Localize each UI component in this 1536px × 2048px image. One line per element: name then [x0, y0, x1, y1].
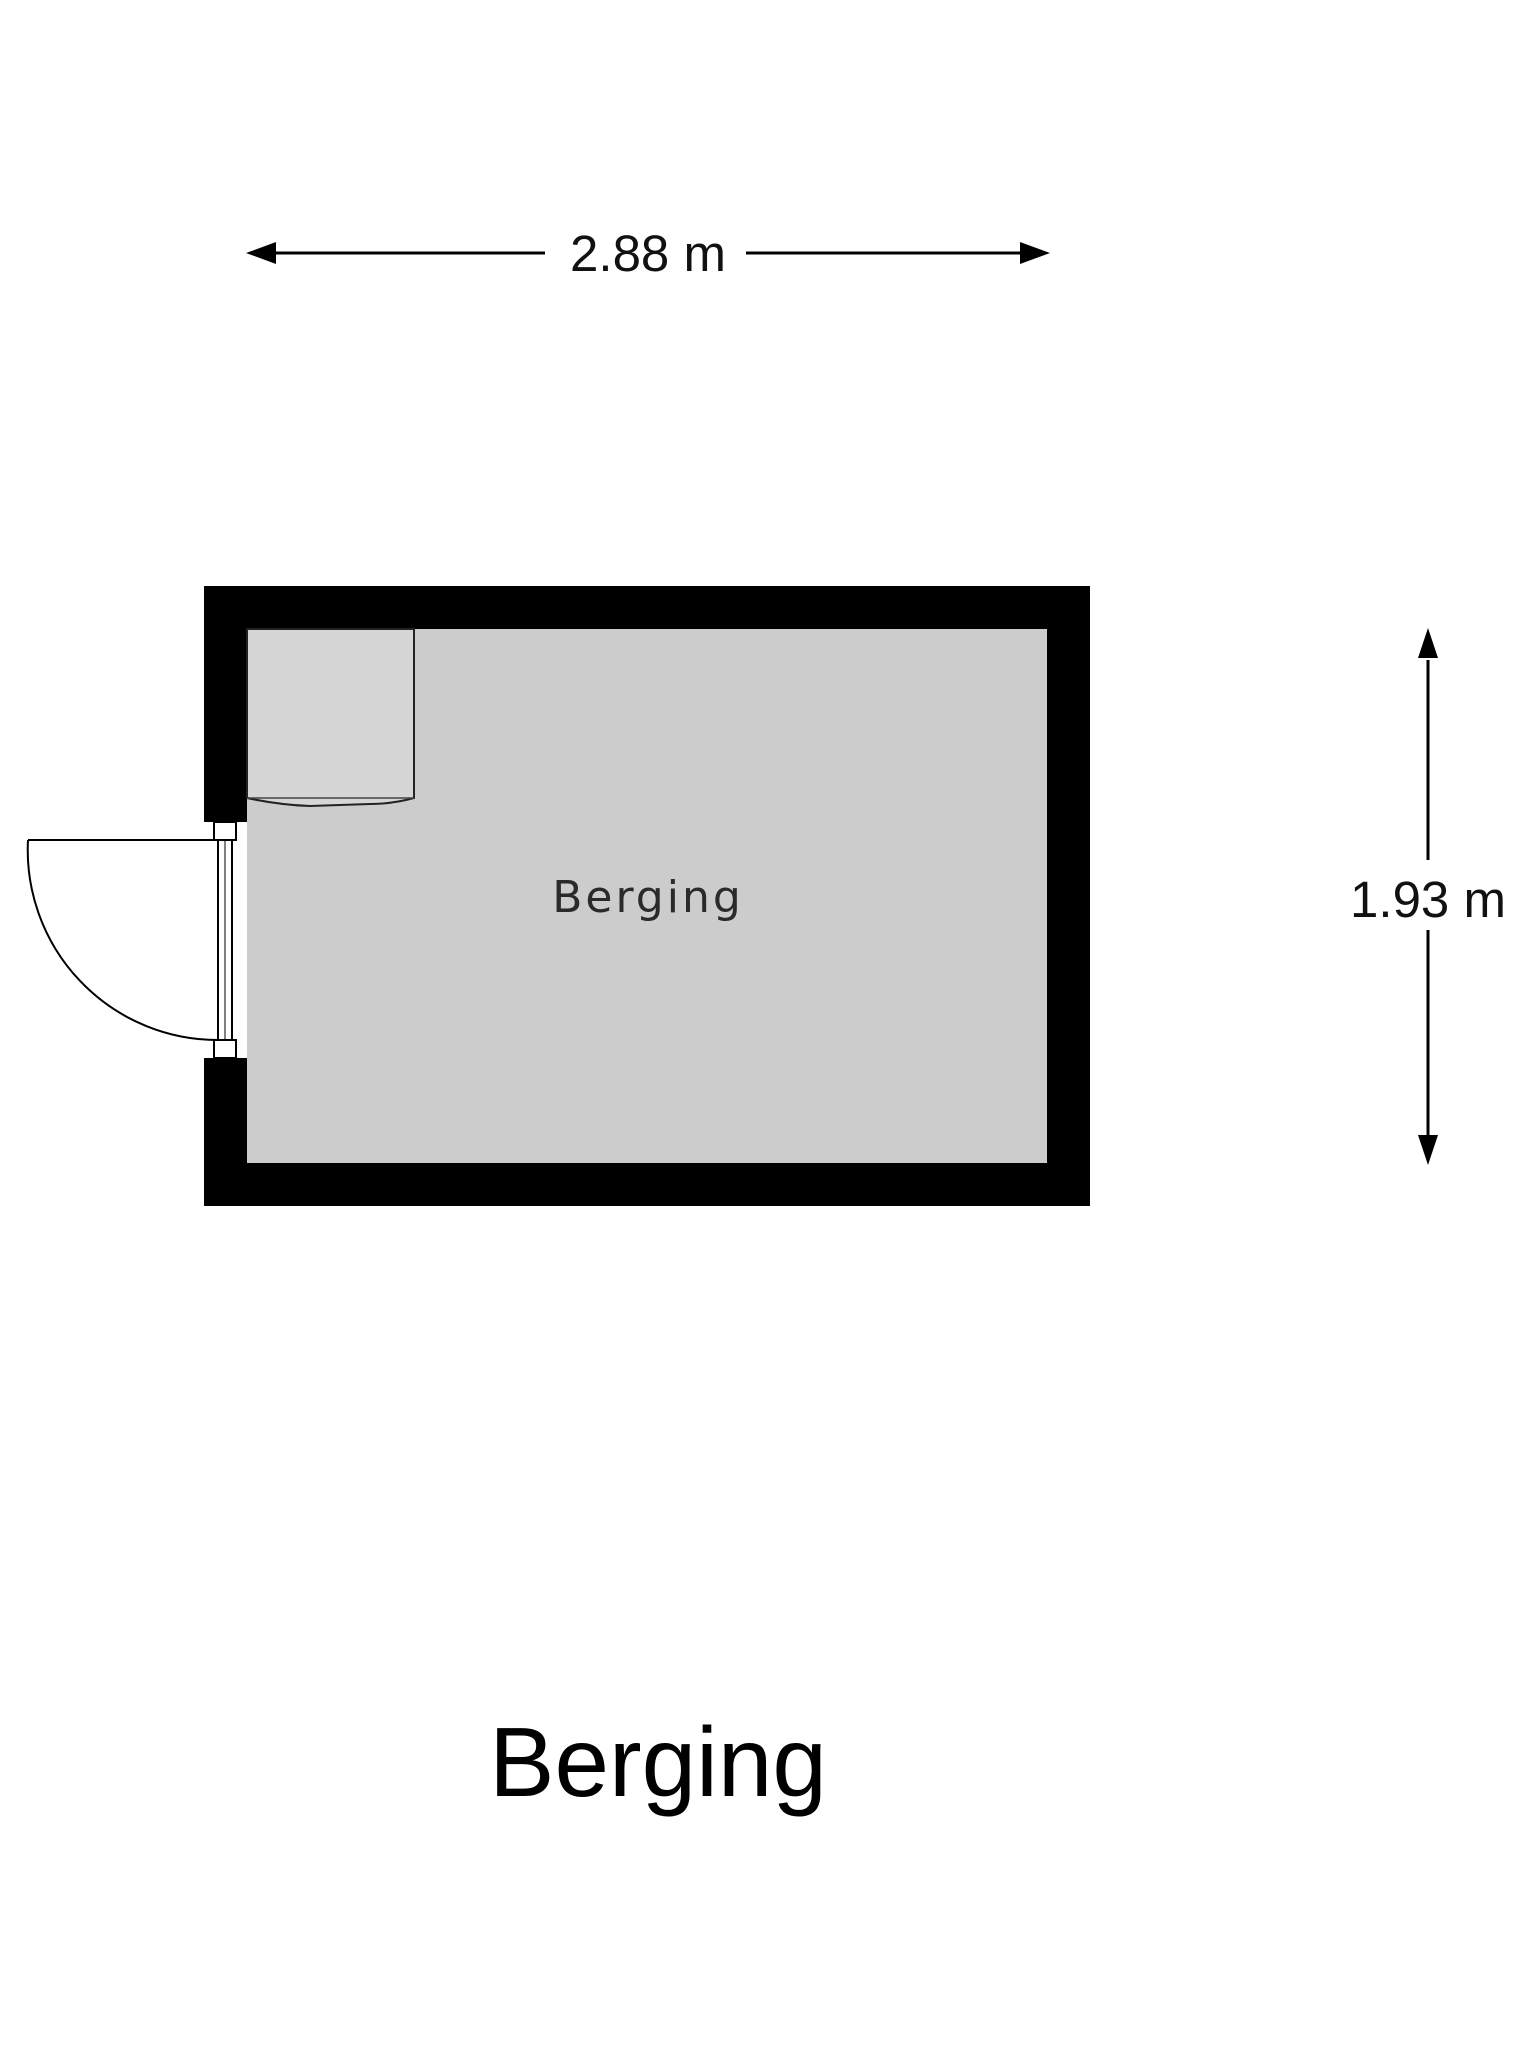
- height-dimension-label: 1.93 m: [1350, 871, 1506, 928]
- room-label: Berging: [552, 872, 744, 923]
- arrow-down-icon: [1418, 1135, 1438, 1165]
- door-swing-arc: [26, 839, 219, 1042]
- wall-bottom: [204, 1163, 1090, 1206]
- width-dimension: 2.88 m: [246, 225, 1050, 282]
- door-frame-top: [213, 821, 237, 841]
- storage-cabinet: [246, 628, 415, 808]
- door: [26, 821, 237, 1059]
- width-dimension-label: 2.88 m: [570, 225, 726, 282]
- wall-left-upper: [204, 586, 247, 822]
- wall-left-lower: [204, 1058, 247, 1206]
- plan-title: Berging: [489, 1707, 827, 1817]
- arrow-right-icon: [1020, 242, 1050, 264]
- height-dimension: 1.93 m: [1350, 628, 1506, 1165]
- cabinet-body: [246, 628, 415, 808]
- door-frame-bottom: [213, 1039, 237, 1059]
- walls: [204, 586, 1090, 1206]
- wall-top: [204, 586, 1090, 629]
- arrow-left-icon: [246, 242, 276, 264]
- wall-right: [1047, 586, 1090, 1206]
- arrow-up-icon: [1418, 628, 1438, 658]
